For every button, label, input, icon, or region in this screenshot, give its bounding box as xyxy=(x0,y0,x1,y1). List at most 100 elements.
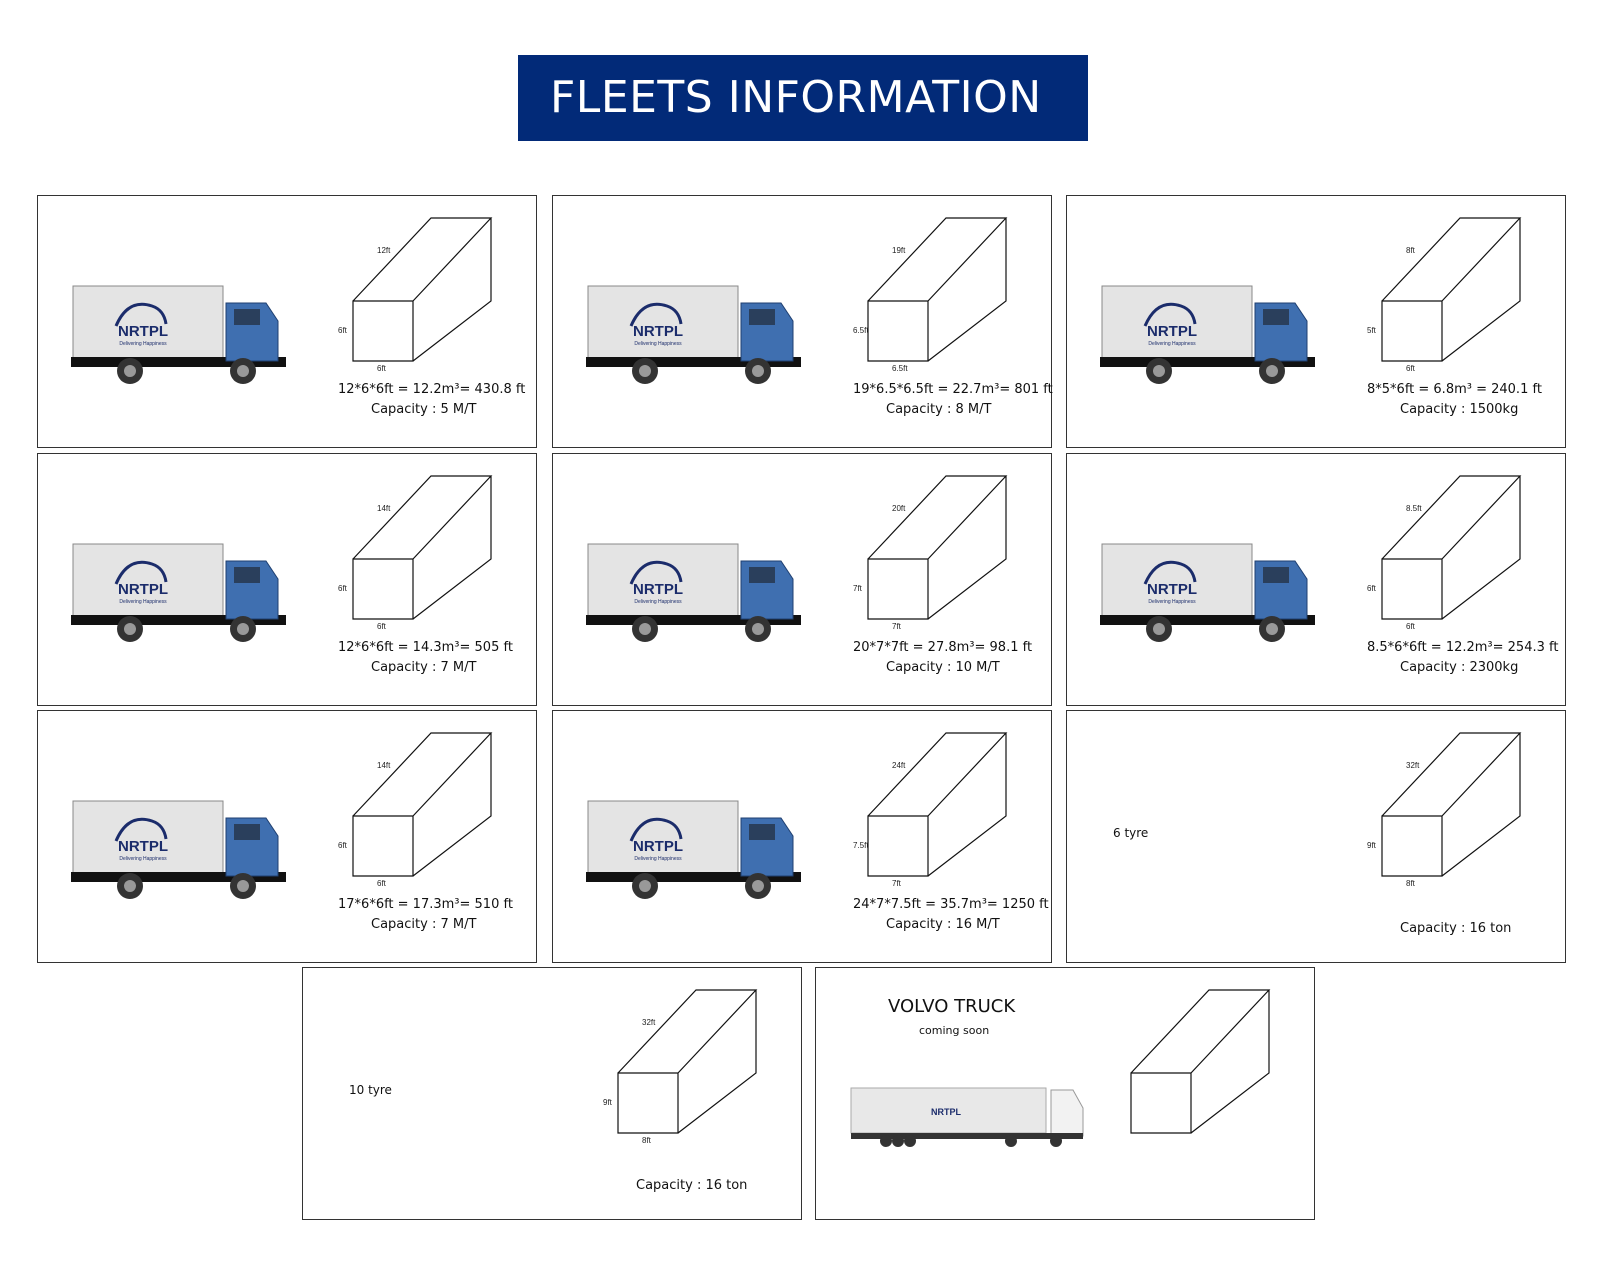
svg-text:Delivering Happiness: Delivering Happiness xyxy=(1148,599,1196,605)
capacity-text: Capacity : 16 M/T xyxy=(886,917,1000,932)
volume-text: 12*6*6ft = 14.3m³= 505 ft xyxy=(338,640,513,655)
height-label: 9ft xyxy=(1367,841,1376,850)
tyre-label: 6 tyre xyxy=(1113,826,1149,840)
capacity-text: Capacity : 1500kg xyxy=(1400,402,1519,417)
volume-text: 17*6*6ft = 17.3m³= 510 ft xyxy=(338,897,513,912)
cargo-box-diagram xyxy=(1130,989,1271,1134)
width-label: 7ft xyxy=(892,879,901,888)
truck-image: NRTPL Delivering Happiness xyxy=(71,543,286,642)
logo: NRTPL xyxy=(931,1107,961,1117)
height-label: 6.5ft xyxy=(853,326,869,335)
svg-text:Delivering Happiness: Delivering Happiness xyxy=(634,856,682,862)
logo: NRTPL xyxy=(1147,323,1197,340)
volume-text: 12*6*6ft = 12.2m³= 430.8 ft xyxy=(338,382,526,397)
truck-image: NRTPL Delivering Happiness xyxy=(586,285,801,384)
cargo-box-diagram xyxy=(1381,475,1522,620)
fleet-card: 32ft 9ft 8ft 6 tyre Capacity : 16 ton xyxy=(1066,710,1566,963)
width-label: 6ft xyxy=(1406,622,1415,631)
capacity-text: Capacity : 7 M/T xyxy=(371,660,477,675)
truck-image: NRTPL Delivering Happiness xyxy=(586,800,801,899)
height-label: 6ft xyxy=(338,326,347,335)
svg-text:Delivering Happiness: Delivering Happiness xyxy=(119,341,167,347)
logo: NRTPL xyxy=(1147,581,1197,598)
volume-text: 20*7*7ft = 27.8m³= 98.1 ft xyxy=(853,640,1033,655)
height-label: 9ft xyxy=(603,1098,612,1107)
length-label: 12ft xyxy=(377,246,391,255)
length-label: 14ft xyxy=(377,504,391,513)
capacity-text: Capacity : 10 M/T xyxy=(886,660,1000,675)
fleet-card: 14ft 6ft 6ft NRTPL Delivering Happiness … xyxy=(37,710,537,963)
height-label: 7ft xyxy=(853,584,862,593)
fleet-card: 8ft 5ft 6ft NRTPL Delivering Happiness 8… xyxy=(1066,195,1566,448)
logo: NRTPL xyxy=(633,581,683,598)
cargo-box-diagram xyxy=(867,217,1008,362)
truck-image: NRTPL Delivering Happiness xyxy=(1100,543,1315,642)
capacity-text: Capacity : 7 M/T xyxy=(371,917,477,932)
length-label: 32ft xyxy=(642,1018,656,1027)
width-label: 6ft xyxy=(1406,364,1415,373)
cargo-box-diagram xyxy=(352,217,493,362)
length-label: 14ft xyxy=(377,761,391,770)
logo: NRTPL xyxy=(633,838,683,855)
page-title: FLEETS INFORMATION xyxy=(518,55,1088,141)
cargo-box-diagram xyxy=(867,732,1008,877)
volume-text: 8*5*6ft = 6.8m³ = 240.1 ft xyxy=(1367,382,1542,397)
height-label: 6ft xyxy=(338,584,347,593)
cargo-box-diagram xyxy=(617,989,758,1134)
fleet-card: 20ft 7ft 7ft NRTPL Delivering Happiness … xyxy=(552,453,1052,706)
volume-text: 19*6.5*6.5ft = 22.7m³= 801 ft xyxy=(853,382,1053,397)
fleet-card: 32ft 9ft 8ft 10 tyre Capacity : 16 ton xyxy=(302,967,802,1220)
length-label: 20ft xyxy=(892,504,906,513)
capacity-text: Capacity : 16 ton xyxy=(636,1178,748,1193)
fleet-card: 14ft 6ft 6ft NRTPL Delivering Happiness … xyxy=(37,453,537,706)
width-label: 6ft xyxy=(377,879,386,888)
svg-text:Delivering Happiness: Delivering Happiness xyxy=(634,341,682,347)
logo: NRTPL xyxy=(118,838,168,855)
width-label: 6ft xyxy=(377,364,386,373)
width-label: 7ft xyxy=(892,622,901,631)
width-label: 6.5ft xyxy=(892,364,908,373)
width-label: 6ft xyxy=(377,622,386,631)
fleet-card: 19ft 6.5ft 6.5ft NRTPL Delivering Happin… xyxy=(552,195,1053,448)
fleet-card: 12ft 6ft 6ft NRTPL Delivering Happiness … xyxy=(37,195,537,448)
volume-text: 8.5*6*6ft = 12.2m³= 254.3 ft xyxy=(1367,640,1559,655)
length-label: 32ft xyxy=(1406,761,1420,770)
width-label: 8ft xyxy=(642,1136,651,1145)
capacity-text: Capacity : 8 M/T xyxy=(886,402,992,417)
length-label: 24ft xyxy=(892,761,906,770)
volvo-subtitle: coming soon xyxy=(919,1024,990,1037)
capacity-text: Capacity : 5 M/T xyxy=(371,402,477,417)
capacity-text: Capacity : 16 ton xyxy=(1400,921,1512,936)
volvo-title: VOLVO TRUCK xyxy=(888,996,1016,1017)
height-label: 6ft xyxy=(338,841,347,850)
height-label: 5ft xyxy=(1367,326,1376,335)
height-label: 6ft xyxy=(1367,584,1376,593)
volume-text: 24*7*7.5ft = 35.7m³= 1250 ft xyxy=(853,897,1049,912)
svg-text:Delivering Happiness: Delivering Happiness xyxy=(119,599,167,605)
width-label: 8ft xyxy=(1406,879,1415,888)
height-label: 7.5ft xyxy=(853,841,869,850)
capacity-text: Capacity : 2300kg xyxy=(1400,660,1519,675)
fleet-card: 8.5ft 6ft 6ft NRTPL Delivering Happiness… xyxy=(1066,453,1566,706)
cargo-box-diagram xyxy=(1381,732,1522,877)
truck-image: NRTPL Delivering Happiness xyxy=(71,800,286,899)
length-label: 8ft xyxy=(1406,246,1415,255)
svg-text:Delivering Happiness: Delivering Happiness xyxy=(1148,341,1196,347)
truck-image: NRTPL Delivering Happiness xyxy=(586,543,801,642)
truck-image: NRTPL Delivering Happiness xyxy=(1100,285,1315,384)
tyre-label: 10 tyre xyxy=(349,1083,392,1097)
truck-image: NRTPL Delivering Happiness xyxy=(71,285,286,384)
cargo-box-diagram xyxy=(1381,217,1522,362)
length-label: 19ft xyxy=(892,246,906,255)
cargo-box-diagram xyxy=(352,475,493,620)
svg-text:Delivering Happiness: Delivering Happiness xyxy=(119,856,167,862)
volvo-truck-image: NRTPL xyxy=(850,1087,1084,1147)
svg-text:Delivering Happiness: Delivering Happiness xyxy=(634,599,682,605)
cargo-box-diagram xyxy=(352,732,493,877)
cargo-box-diagram xyxy=(867,475,1008,620)
fleet-card: 24ft 7.5ft 7ft NRTPL Delivering Happines… xyxy=(552,710,1052,963)
logo: NRTPL xyxy=(118,581,168,598)
length-label: 8.5ft xyxy=(1406,504,1422,513)
logo: NRTPL xyxy=(118,323,168,340)
logo: NRTPL xyxy=(633,323,683,340)
